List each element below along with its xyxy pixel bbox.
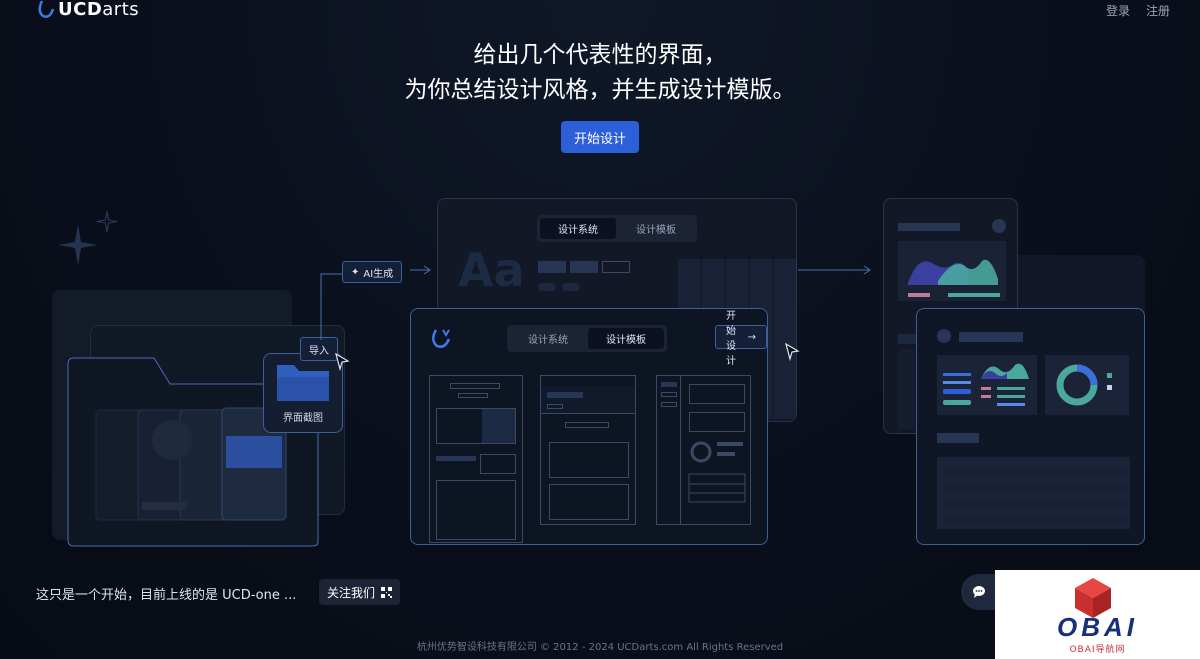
toggle-sample [562, 283, 580, 291]
typography-sample: Aa [458, 243, 525, 297]
panel-start-label: 开始设计 [726, 311, 736, 367]
ai-generate-chip[interactable]: ✦ AI生成 [342, 261, 403, 283]
register-link[interactable]: 注册 [1145, 4, 1170, 18]
tab-design-template[interactable]: 设计模板 [636, 225, 676, 236]
color-swatch [602, 261, 630, 273]
toggle-sample [538, 283, 556, 291]
area-chart-icon [937, 355, 1037, 415]
screenshot-label: 界面截图 [283, 413, 323, 424]
screenshot-tile[interactable]: 界面截图 [263, 353, 343, 433]
hero-title-line-1: 给出几个代表性的界面， [473, 42, 727, 68]
wireframe-page [429, 375, 523, 543]
start-design-button[interactable]: 开始设计 [561, 121, 639, 153]
footer-copyright: 杭州优势智设科技有限公司 © 2012 - 2024 UCDarts.com A… [416, 642, 784, 653]
import-chip[interactable]: 导入 [300, 337, 338, 361]
chart-sample [688, 441, 746, 503]
panel-tab-group: 设计系统 设计模板 [507, 325, 667, 352]
area-chart-icon [898, 241, 1006, 301]
tab-design-system[interactable]: 设计系统 [528, 335, 568, 346]
logo-icon [38, 0, 55, 18]
qr-code-icon [381, 586, 393, 598]
top-nav: 登录 注册 [1106, 2, 1170, 19]
hero-title-line-2: 为你总结设计风格，并生成设计模版。 [404, 77, 796, 103]
watermark-brand: OBAI [1057, 612, 1138, 642]
color-swatch [538, 261, 566, 273]
arrow-right-icon: → [747, 331, 756, 343]
connector-lines [320, 265, 871, 340]
folder-front [67, 357, 319, 547]
wireframe-page [656, 375, 751, 525]
cursor-icon [785, 342, 800, 362]
chat-icon [973, 586, 985, 598]
panel-tab-group: 设计系统 设计模板 [537, 215, 697, 242]
chat-button[interactable] [961, 574, 1001, 610]
folder-icon [277, 365, 329, 401]
watermark-badge: OBAI OBAI导航网 [995, 570, 1200, 659]
design-template-panel: 设计系统 设计模板 开始设计 → [410, 308, 768, 545]
panel-start-button[interactable]: 开始设计 → [715, 311, 767, 367]
sparkle-icon [58, 210, 118, 266]
announcement-text: 这只是一个开始，目前上线的是 UCD-one ... [36, 588, 297, 603]
dashboard-front [916, 308, 1145, 545]
login-link[interactable]: 登录 [1105, 4, 1130, 18]
donut-chart-icon [1045, 355, 1129, 415]
color-swatch [570, 261, 598, 273]
tab-design-system[interactable]: 设计系统 [540, 218, 616, 239]
ai-label: AI生成 [363, 268, 394, 280]
follow-us-button[interactable]: 关注我们 [319, 579, 401, 605]
logo-text: UCDarts [58, 0, 140, 20]
import-label: 导入 [309, 345, 329, 357]
tab-design-template[interactable]: 设计模板 [588, 328, 664, 349]
cube-logo-icon [1075, 578, 1111, 618]
app-logo-icon [432, 329, 451, 348]
sparkle-small-icon: ✦ [351, 266, 360, 278]
cursor-icon [335, 352, 350, 372]
watermark-sub: OBAI导航网 [1069, 645, 1126, 655]
wireframe-page [540, 375, 636, 525]
logo[interactable]: UCDarts [36, 0, 139, 22]
follow-us-label: 关注我们 [327, 585, 376, 600]
